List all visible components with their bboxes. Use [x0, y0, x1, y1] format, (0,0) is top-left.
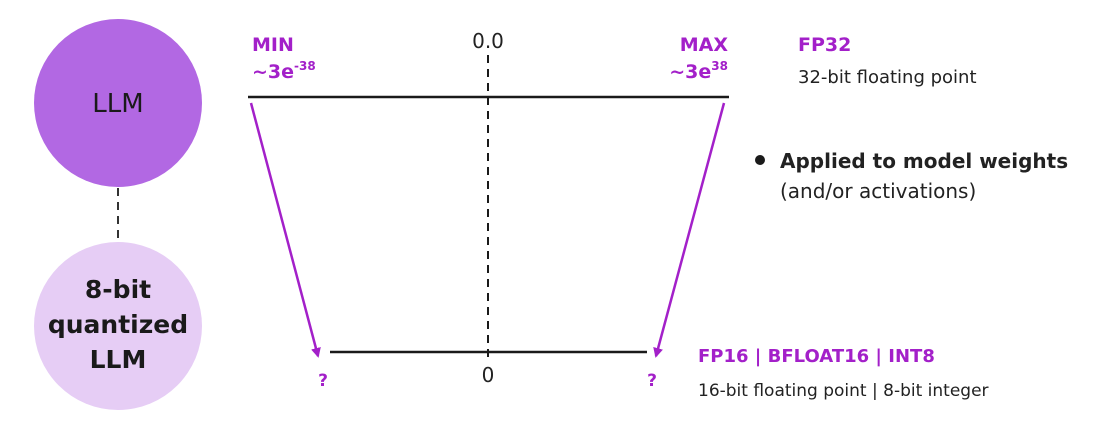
- zero-bottom-label: 0: [482, 363, 495, 387]
- quantized-format-desc: 16-bit floating point | 8-bit integer: [698, 381, 989, 401]
- fp32-format-desc: 32-bit floating point: [798, 67, 977, 88]
- llm-circle: [34, 19, 202, 187]
- max-label: MAX: [680, 34, 729, 56]
- quantized-circle-line3: LLM: [90, 345, 147, 374]
- max-exponent: 38: [711, 59, 728, 73]
- fp32-format-name: FP32: [798, 34, 851, 56]
- quantized-circle-line1: 8-bit: [85, 275, 151, 304]
- llm-circle-label: LLM: [92, 89, 143, 119]
- min-label: MIN: [252, 34, 294, 56]
- max-mapping-arrow: [653, 102, 726, 358]
- min-mapping-arrow: [249, 102, 321, 358]
- quantized-max-label: ?: [647, 371, 657, 391]
- quantized-format-name: FP16 | BFLOAT16 | INT8: [698, 346, 935, 367]
- min-exponent: -38: [294, 59, 316, 73]
- zero-top-label: 0.0: [472, 29, 504, 53]
- bullet-rest-text: (and/or activations): [780, 179, 976, 203]
- quantized-circle-line2: quantized: [48, 310, 188, 339]
- quantized-llm-circle: [34, 242, 202, 410]
- quantized-min-label: ?: [318, 371, 328, 391]
- max-value: ~3e38: [669, 59, 728, 83]
- bullet-bold-text: Applied to model weights: [780, 149, 1068, 173]
- min-value: ~3e-38: [252, 59, 316, 83]
- bullet-dot: [755, 155, 765, 165]
